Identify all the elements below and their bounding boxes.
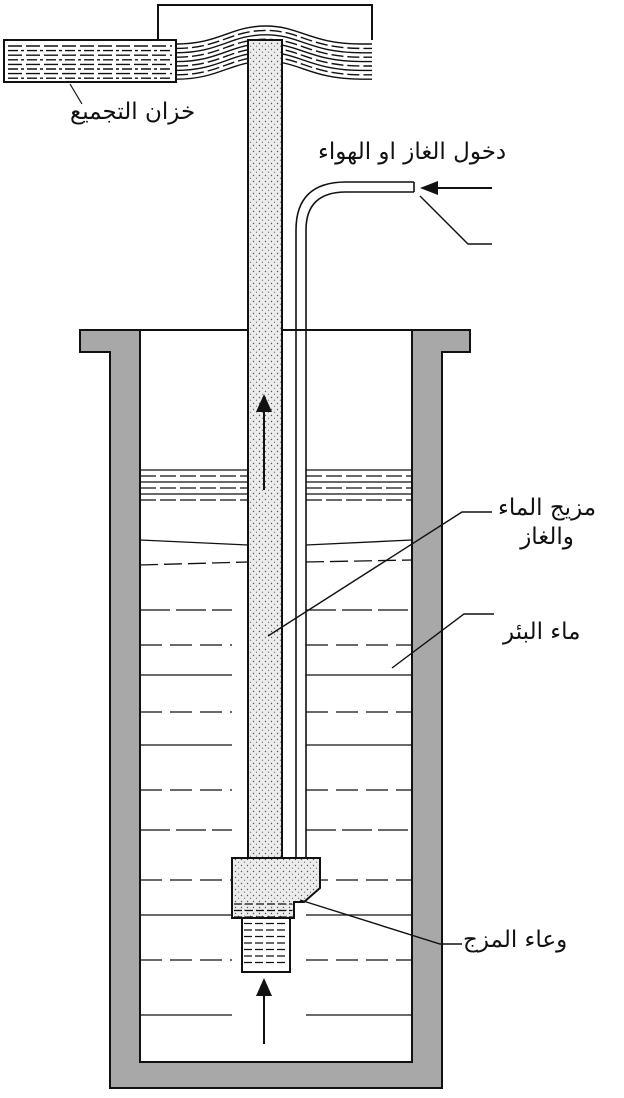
hatch-line xyxy=(139,539,249,546)
flow-up-arrow xyxy=(256,394,272,490)
wave-line xyxy=(175,25,372,45)
well-water-lines xyxy=(139,469,413,1016)
well-casing xyxy=(79,329,471,1089)
wave-line xyxy=(175,47,372,67)
hatch-line xyxy=(305,539,413,546)
leader-lines xyxy=(267,511,494,945)
mixing-vessel xyxy=(231,857,321,973)
water-gas-mixture-label-line2: والغاز xyxy=(520,523,574,550)
gas-inlet-arrow xyxy=(419,181,492,245)
hatch-line xyxy=(305,559,413,563)
wave-line xyxy=(175,34,372,54)
wave-line xyxy=(175,38,372,58)
collection-tank-label: خزان التجميع xyxy=(70,99,196,125)
top-frame xyxy=(157,4,373,40)
wave-line xyxy=(175,29,372,50)
air-pipe xyxy=(295,181,415,861)
gas-air-inlet-label: دخول الغاز او الهواء xyxy=(318,139,507,165)
mixing-vessel-label: وعاء المزج xyxy=(463,927,568,953)
hatch-line xyxy=(139,561,249,566)
collection-tank xyxy=(3,39,177,105)
water-gas-mixture-label-line1: مزيج الماء xyxy=(498,495,597,521)
inlet-arrow xyxy=(256,978,272,1044)
water-gas-mixture-label: مزيج الماء والغاز xyxy=(498,494,596,552)
wave-line xyxy=(175,56,372,76)
well-water-label: ماء البئر xyxy=(503,619,581,645)
